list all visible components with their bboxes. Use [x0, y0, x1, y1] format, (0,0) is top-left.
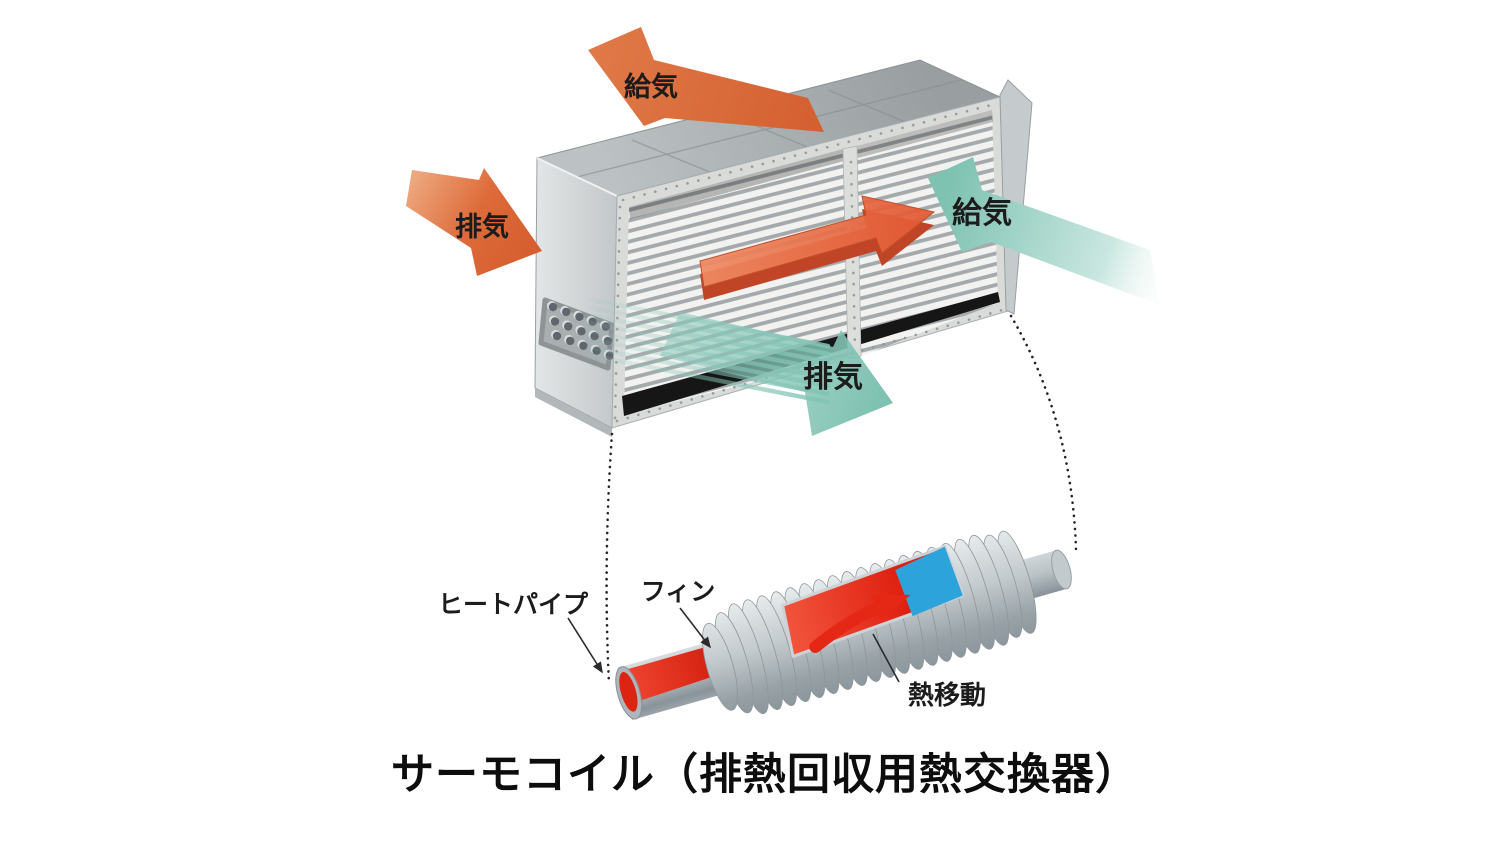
exhaust-out-arrow	[660, 312, 893, 436]
fin-leader	[679, 607, 711, 649]
tube-end	[548, 302, 558, 312]
cold-fluid-zone	[895, 546, 963, 617]
tube-end	[575, 312, 584, 321]
supply-out-arrow	[588, 27, 824, 132]
callout-dotted-line-left	[605, 432, 614, 686]
tube-end	[562, 307, 571, 317]
tube-end	[552, 331, 562, 341]
fin-label: フィン	[641, 578, 716, 606]
stream-line	[585, 352, 831, 405]
heat-flow-arrow	[699, 195, 936, 300]
heat-transfer-label: 熱移動	[908, 680, 986, 710]
heat-pipe-leader	[567, 617, 603, 674]
seam-rivets	[849, 160, 857, 350]
heat-transfer-flow-arrow	[809, 601, 885, 653]
exhaust-in-arrow	[406, 168, 542, 276]
box-base-strip	[535, 388, 612, 437]
left-frame-rivets	[613, 205, 622, 423]
bottom-frame-rivets	[615, 307, 1008, 423]
heat-pipe-cutaway	[781, 545, 965, 658]
thermo-coil-detail	[615, 530, 1072, 720]
exhaust-out-label: 排気	[803, 361, 863, 394]
heat-pipe-label: ヒートパイプ	[438, 591, 589, 619]
box-left-face	[534, 157, 618, 429]
tube-end	[577, 327, 586, 336]
callout-dotted-line-right	[1009, 314, 1078, 552]
figure-caption: サーモコイル（排熱回収用熱交換器）	[391, 751, 1139, 799]
left-face-top-highlight	[536, 157, 618, 197]
tube-end	[550, 317, 560, 326]
exhaust-in-label: 排気	[455, 211, 509, 242]
tube-end	[579, 341, 588, 350]
supply-in-label: 給気	[952, 196, 1012, 230]
fin-shadow-right	[857, 110, 993, 158]
fin-shadow-left	[629, 149, 844, 219]
heat-transfer-flow-arrowhead	[871, 594, 911, 621]
tube-end	[564, 322, 573, 331]
tube-end	[566, 336, 575, 346]
heat-transfer-leader	[872, 633, 900, 683]
supply-in-arrow	[928, 157, 1160, 305]
fin-disc	[702, 622, 739, 711]
supply-out-label: 給気	[624, 71, 678, 102]
